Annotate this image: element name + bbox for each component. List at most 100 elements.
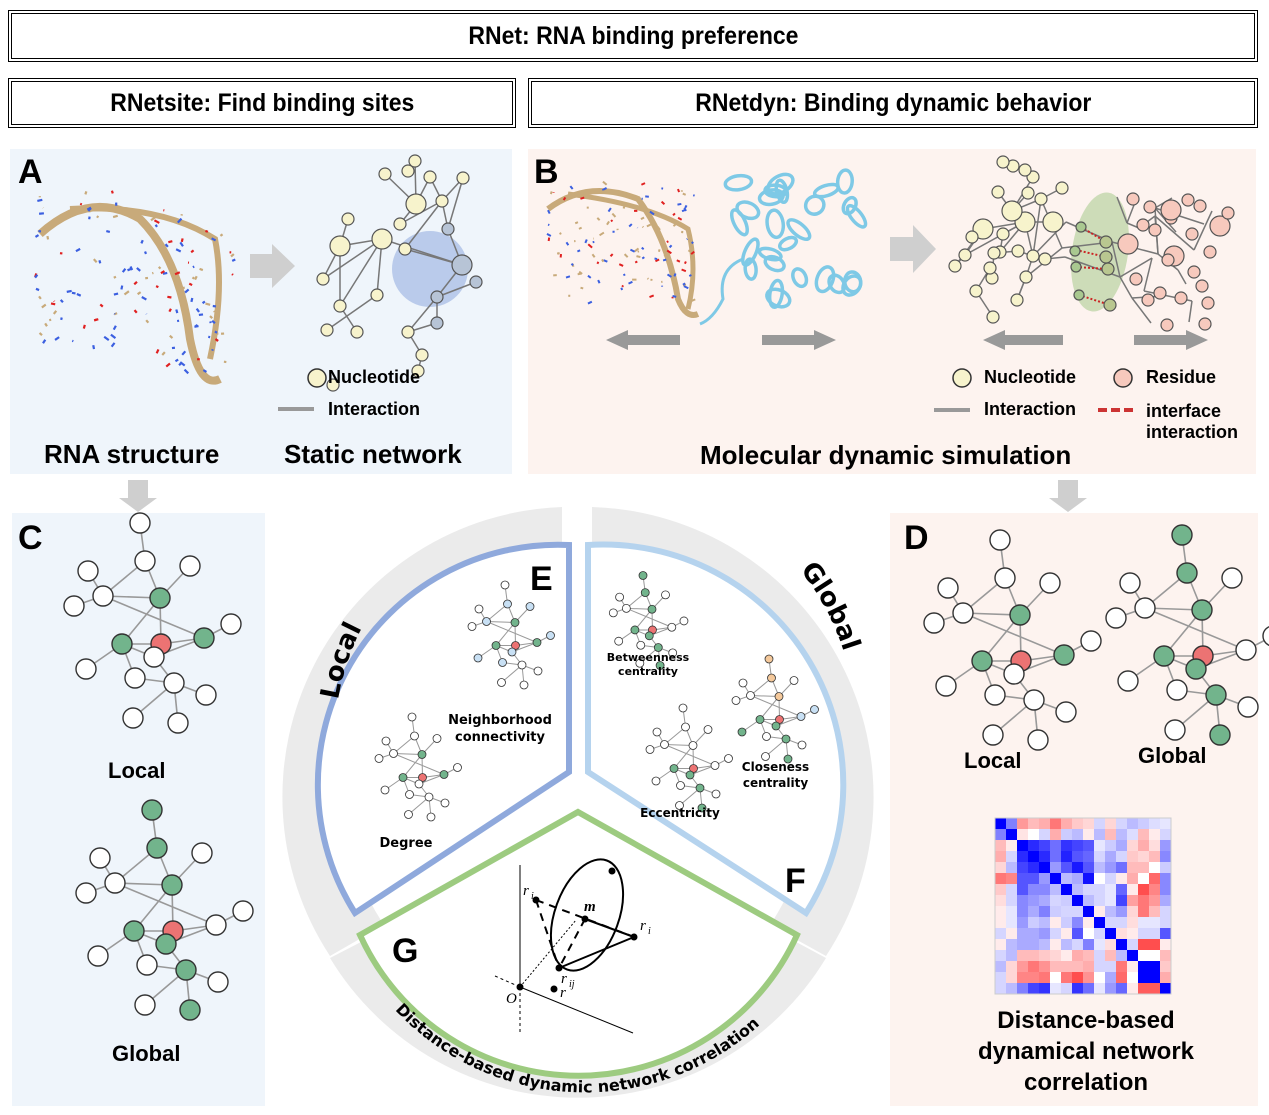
matrix-cell xyxy=(1061,983,1072,994)
residue-node xyxy=(1117,233,1139,255)
graph-node xyxy=(439,770,449,779)
matrix-cell xyxy=(995,862,1006,873)
interface-node xyxy=(1073,289,1085,301)
matrix-cell xyxy=(1149,917,1160,928)
graph-node xyxy=(155,933,177,955)
matrix-cell xyxy=(1094,928,1105,939)
network-edge xyxy=(1193,210,1213,251)
matrix-cell xyxy=(1006,884,1017,895)
residue-node xyxy=(1160,199,1182,221)
matrix-cell xyxy=(1105,972,1116,983)
residue-node xyxy=(1143,200,1157,214)
graph-node xyxy=(193,627,215,649)
arrow-left-icon xyxy=(983,330,1063,350)
matrix-cell xyxy=(1039,884,1050,895)
matrix-cell xyxy=(1138,928,1149,939)
matrix-cell xyxy=(1149,884,1160,895)
matrix-cell xyxy=(1072,851,1083,862)
network-edge xyxy=(1032,198,1042,257)
residue-node xyxy=(1129,272,1143,286)
matrix-cell xyxy=(1028,983,1039,994)
ring-local-segment xyxy=(282,507,562,956)
matrix-cell xyxy=(1006,851,1017,862)
legend-interaction-label: Interaction xyxy=(328,399,421,419)
matrix-cell xyxy=(1061,873,1072,884)
matrix-cell xyxy=(1160,851,1171,862)
network-edge xyxy=(1177,269,1187,285)
matrix-cell xyxy=(1072,818,1083,829)
matrix-cell xyxy=(1116,862,1127,873)
matrix-cell xyxy=(1105,928,1116,939)
arrow-right-icon xyxy=(890,225,936,273)
matrix-cell xyxy=(1127,840,1138,851)
graph-node xyxy=(405,790,414,799)
matrix-cell xyxy=(1083,939,1094,950)
legend-interaction-label: Interaction xyxy=(984,399,1077,419)
graph-node xyxy=(771,721,781,731)
graph-node xyxy=(764,654,774,664)
graph-node xyxy=(668,648,678,658)
matrix-cell xyxy=(1061,961,1072,972)
matrix-cell xyxy=(1006,917,1017,928)
matrix-cell xyxy=(1083,818,1094,829)
graph-node xyxy=(519,680,529,690)
matrix-cell xyxy=(1050,972,1061,983)
graph-edge xyxy=(393,753,445,775)
matrix-cell xyxy=(1149,873,1160,884)
residue-node xyxy=(1193,199,1207,213)
matrix-cell xyxy=(1017,983,1028,994)
graph-node xyxy=(426,812,436,822)
wedge-g-label: G xyxy=(392,932,418,970)
graph-edge xyxy=(393,753,423,755)
matrix-cell xyxy=(1127,939,1138,950)
graph-edge xyxy=(775,716,802,727)
graph-node xyxy=(695,783,705,793)
matrix-cell xyxy=(1116,873,1127,884)
matrix-cell xyxy=(1149,895,1160,906)
matrix-cell xyxy=(1138,972,1149,983)
panel-c-label: C xyxy=(18,519,43,557)
matrix-cell xyxy=(995,961,1006,972)
panel-a: A Nucleotide Interaction RNA structure S… xyxy=(10,149,512,474)
graph-edge xyxy=(486,621,538,643)
matrix-cell xyxy=(1072,950,1083,961)
matrix-cell xyxy=(1127,873,1138,884)
matrix-cell xyxy=(1006,829,1017,840)
rna-structure-icon xyxy=(546,180,700,318)
graph-node xyxy=(697,803,707,813)
graph-node xyxy=(467,622,477,631)
graph-node xyxy=(175,959,197,981)
matrix-cell xyxy=(1138,851,1149,862)
matrix-cell xyxy=(1094,983,1105,994)
matrix-cell xyxy=(1116,939,1127,950)
graph-node xyxy=(937,577,959,599)
nucleotide-node xyxy=(423,170,437,184)
residue-node xyxy=(1126,192,1140,206)
matrix-cell xyxy=(1094,961,1105,972)
graph-node xyxy=(1164,719,1186,741)
residue-node xyxy=(1160,318,1174,332)
graph-node xyxy=(167,712,189,734)
arrow-right-icon xyxy=(762,330,836,350)
matrix-cell xyxy=(1017,906,1028,917)
matrix-cell xyxy=(1105,917,1116,928)
matrix-cell xyxy=(995,884,1006,895)
panel-b-graphics xyxy=(546,155,1235,412)
matrix-cell xyxy=(1083,840,1094,851)
matrix-cell xyxy=(1149,972,1160,983)
matrix-cell xyxy=(1061,917,1072,928)
graph-node xyxy=(92,585,114,607)
nucleotide-node xyxy=(401,164,415,178)
matrix-cell xyxy=(1160,928,1171,939)
graph-node xyxy=(615,592,624,602)
graph-node xyxy=(195,684,217,706)
network-edge xyxy=(1116,196,1128,224)
legend-residue-icon xyxy=(1113,368,1133,388)
matrix-cell xyxy=(1105,939,1116,950)
graph-node xyxy=(146,837,168,859)
network-edge xyxy=(1119,276,1133,299)
graph-node xyxy=(123,920,145,942)
md-simulation-caption: Molecular dynamic simulation xyxy=(700,440,1072,470)
matrix-cell xyxy=(1083,917,1094,928)
network-edge xyxy=(326,294,378,331)
